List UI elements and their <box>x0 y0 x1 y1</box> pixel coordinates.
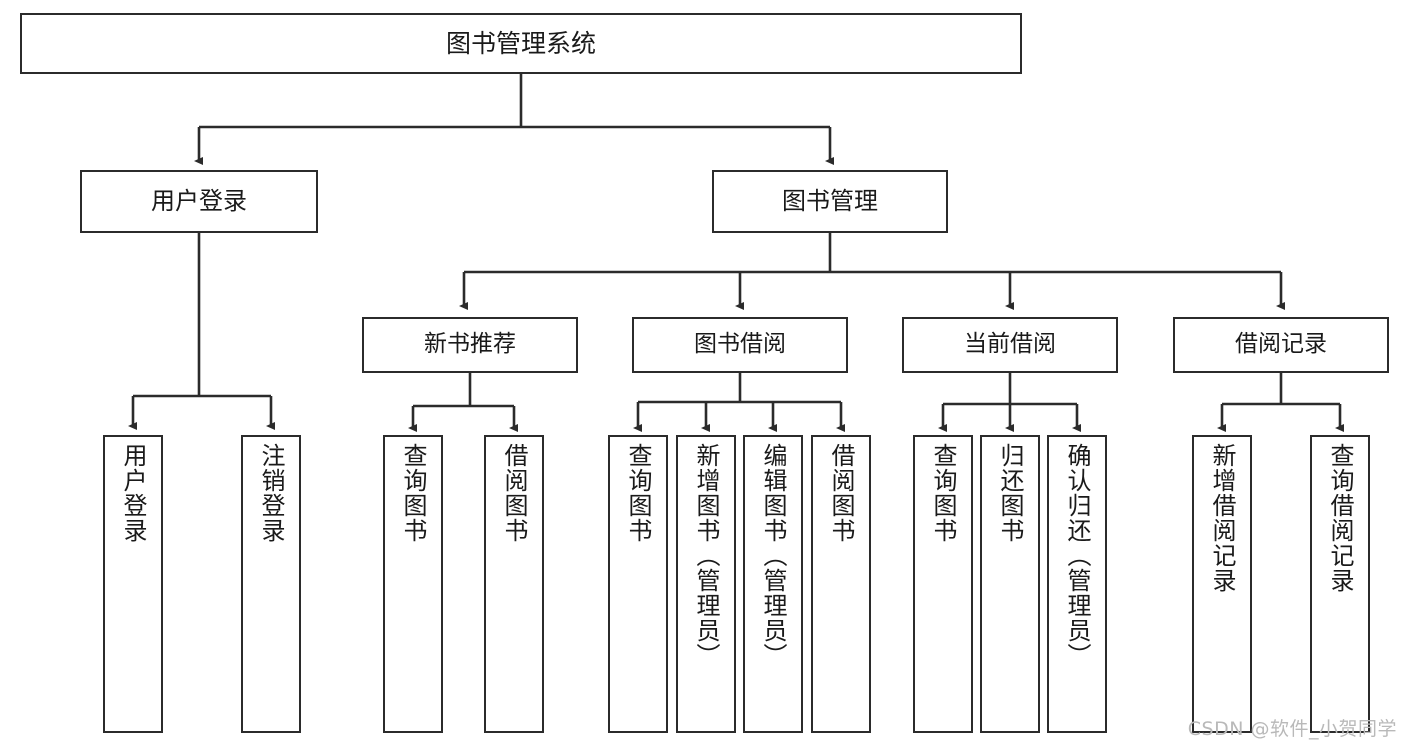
leaf-query-book-borrow[interactable]: 查询图书 <box>608 435 668 733</box>
node-book-management[interactable]: 图书管理 <box>712 170 948 233</box>
node-label: 查询图书 <box>399 443 427 543</box>
node-new-book-recommend[interactable]: 新书推荐 <box>362 317 578 373</box>
node-label: 新增借阅记录 <box>1208 443 1236 593</box>
node-current-borrow[interactable]: 当前借阅 <box>902 317 1118 373</box>
leaf-query-book-current[interactable]: 查询图书 <box>913 435 973 733</box>
node-book-borrow[interactable]: 图书借阅 <box>632 317 848 373</box>
node-label: 注销登录 <box>257 443 285 543</box>
leaf-borrow-book[interactable]: 借阅图书 <box>811 435 871 733</box>
leaf-query-book-recommend[interactable]: 查询图书 <box>383 435 443 733</box>
node-user-login[interactable]: 用户登录 <box>80 170 318 233</box>
node-label: 图书借阅 <box>694 331 786 358</box>
leaf-query-borrow-record[interactable]: 查询借阅记录 <box>1310 435 1370 733</box>
node-label: 借阅图书 <box>500 443 528 543</box>
node-label: 用户登录 <box>119 443 147 543</box>
node-label: 新增图书（管理员） <box>692 443 720 668</box>
leaf-edit-book-admin[interactable]: 编辑图书（管理员） <box>743 435 803 733</box>
node-label: 图书管理 <box>782 187 878 216</box>
node-label: 确认归还（管理员） <box>1063 443 1091 668</box>
leaf-user-login[interactable]: 用户登录 <box>103 435 163 733</box>
node-label: 借阅记录 <box>1235 331 1327 358</box>
leaf-add-book-admin[interactable]: 新增图书（管理员） <box>676 435 736 733</box>
leaf-logout-login[interactable]: 注销登录 <box>241 435 301 733</box>
csdn-watermark: CSDN @软件_小贺同学 <box>1187 718 1397 740</box>
node-label: 查询借阅记录 <box>1326 443 1354 593</box>
node-book-management-system[interactable]: 图书管理系统 <box>20 13 1022 74</box>
node-label: 编辑图书（管理员） <box>759 443 787 668</box>
node-label: 当前借阅 <box>964 331 1056 358</box>
node-label: 查询图书 <box>624 443 652 543</box>
node-label: 查询图书 <box>929 443 957 543</box>
leaf-return-book[interactable]: 归还图书 <box>980 435 1040 733</box>
node-label: 用户登录 <box>151 187 247 216</box>
node-label: 借阅图书 <box>827 443 855 543</box>
leaf-confirm-return-admin[interactable]: 确认归还（管理员） <box>1047 435 1107 733</box>
node-label: 归还图书 <box>996 443 1024 543</box>
leaf-borrow-book-recommend[interactable]: 借阅图书 <box>484 435 544 733</box>
leaf-add-borrow-record[interactable]: 新增借阅记录 <box>1192 435 1252 733</box>
node-borrow-record[interactable]: 借阅记录 <box>1173 317 1389 373</box>
node-label: 图书管理系统 <box>445 28 596 58</box>
node-label: 新书推荐 <box>424 331 516 358</box>
